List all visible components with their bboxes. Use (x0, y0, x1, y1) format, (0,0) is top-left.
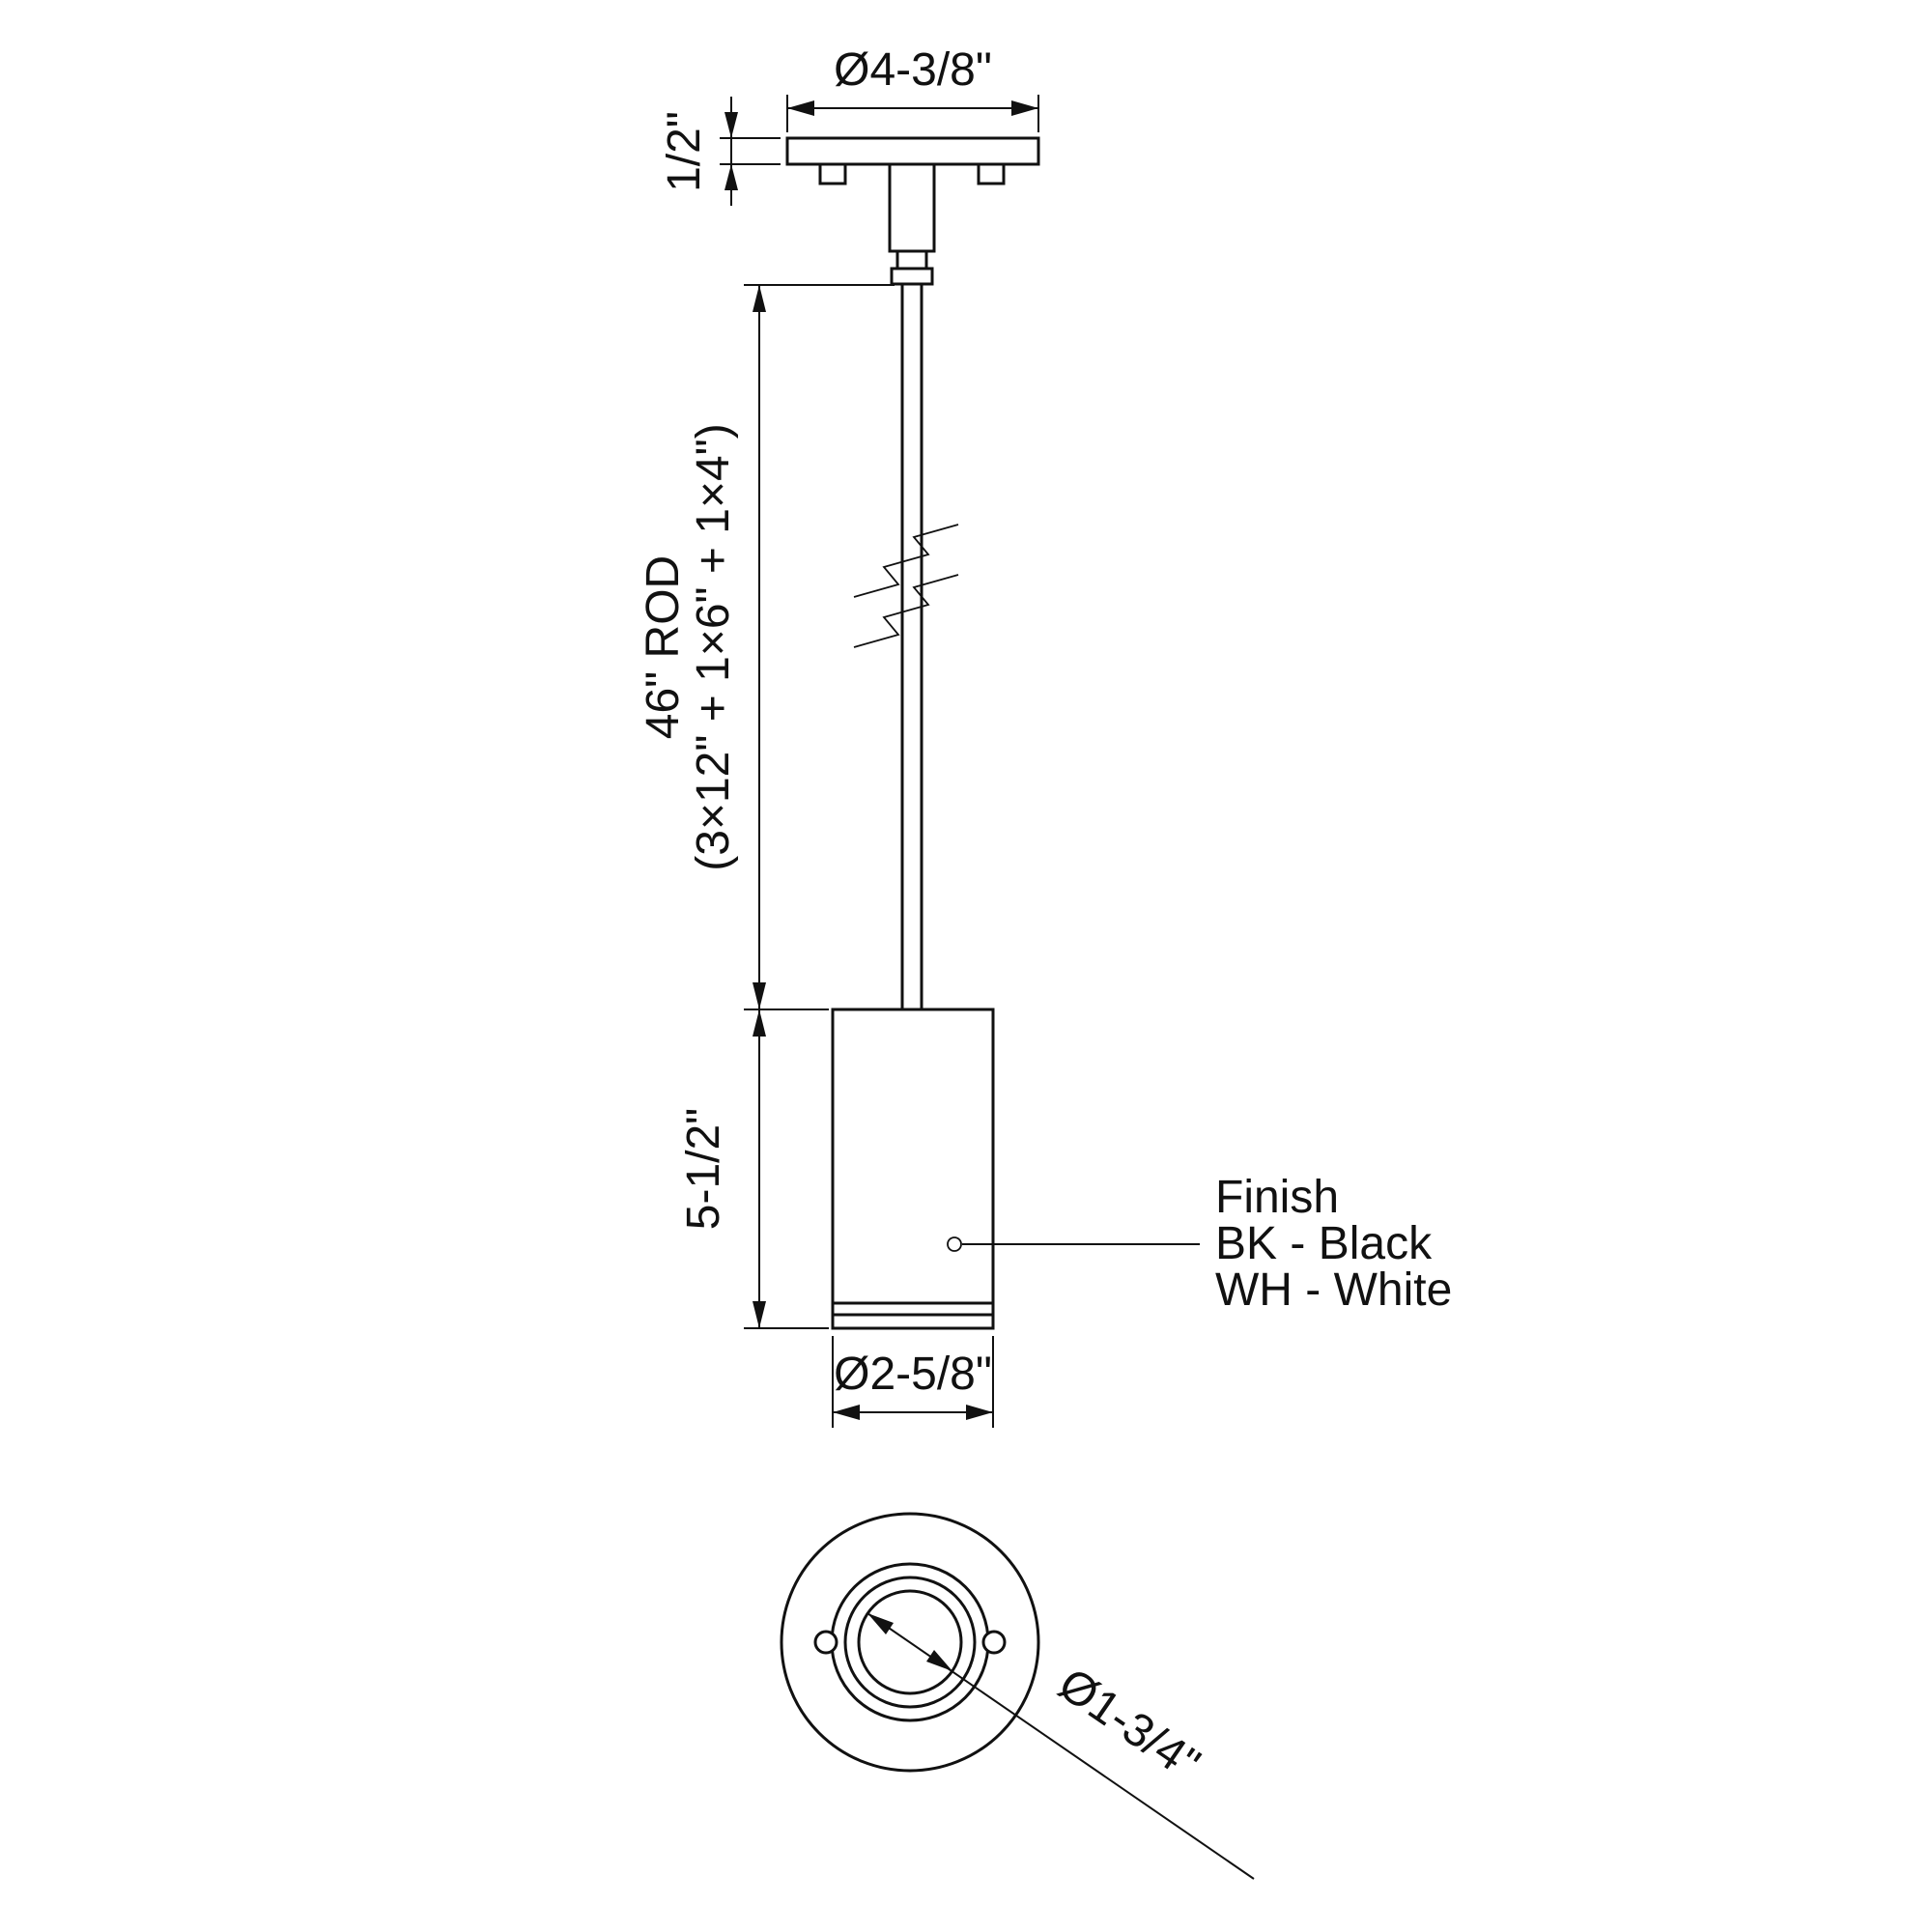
dim-canopy-thickness: 1/2" (659, 97, 781, 206)
canopy-plate (785, 136, 1040, 185)
stem-assembly (888, 162, 936, 286)
dim-body-height: 5-1/2" (678, 1009, 829, 1329)
body-diameter-label: Ø2-5/8" (834, 1349, 992, 1400)
dim-body-diameter: Ø2-5/8" (832, 1336, 994, 1428)
mounting-tab-left (818, 162, 847, 185)
aperture-diameter-label: Ø1-3/4" (1049, 1659, 1208, 1790)
bottom-view-tab-left (813, 1630, 838, 1655)
canopy-thickness-label: 1/2" (659, 111, 710, 192)
fixture-body (831, 1008, 995, 1330)
rod-breakdown-label: (3×12" + 1×6" + 1×4") (688, 423, 739, 870)
bottom-view-aperture (857, 1589, 963, 1695)
bottom-view-tab-right (981, 1630, 1007, 1655)
finish-option-black: BK - Black (1215, 1218, 1433, 1269)
finish-callout: Finish BK - Black WH - White (947, 1172, 1452, 1316)
hang-rod (853, 282, 959, 1011)
finish-option-white: WH - White (1215, 1264, 1452, 1316)
dim-rod-length: 46" ROD (3×12" + 1×6" + 1×4") (638, 284, 895, 1010)
mounting-tab-right (977, 162, 1006, 185)
break-symbol (853, 524, 959, 648)
finish-title: Finish (1215, 1172, 1339, 1223)
body-height-label: 5-1/2" (678, 1108, 729, 1230)
bottom-view-ring-inner (843, 1576, 977, 1709)
leader-dot (947, 1236, 962, 1252)
canopy-diameter-label: Ø4-3/8" (834, 44, 992, 96)
dim-canopy-diameter: Ø4-3/8" (786, 44, 1039, 132)
rod-length-label: 46" ROD (638, 555, 689, 739)
